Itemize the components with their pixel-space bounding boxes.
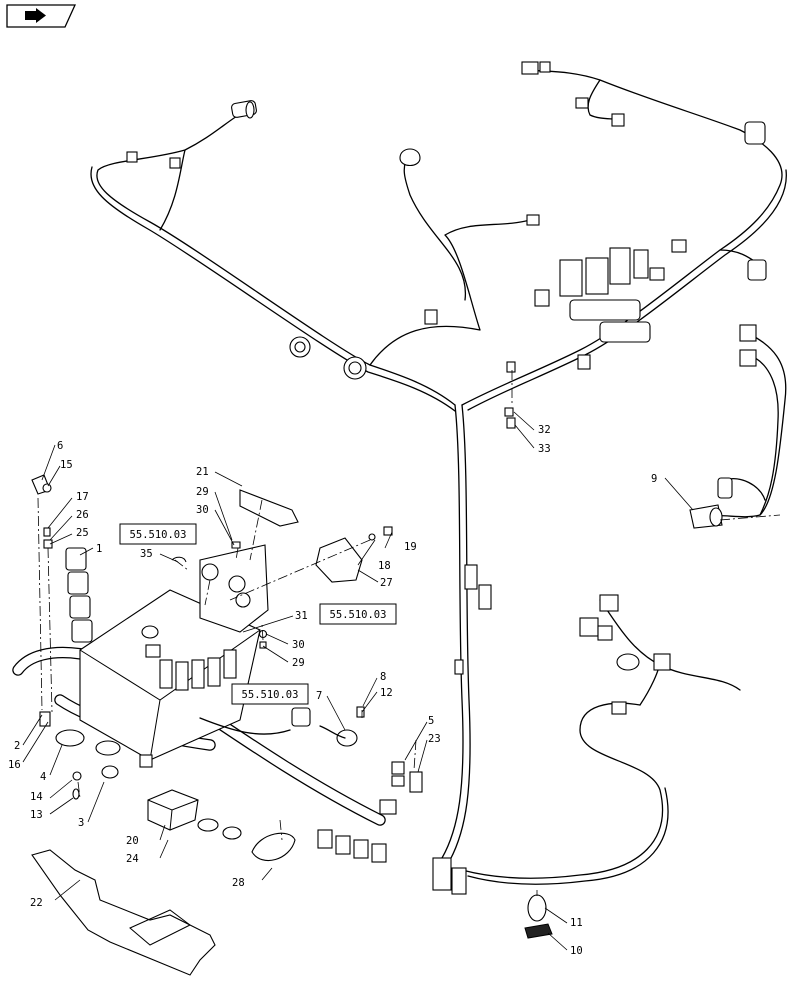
callout-23: 23: [428, 733, 441, 745]
callout-18: 18: [378, 560, 391, 572]
svg-text:55.510.03: 55.510.03: [330, 609, 387, 621]
callout-10: 10: [570, 945, 583, 957]
connector-top-left: [231, 100, 257, 119]
callout-13: 13: [30, 809, 43, 821]
callout-17: 17: [76, 491, 89, 503]
callout-7: 7: [316, 690, 322, 702]
leader-lines: [22, 411, 694, 951]
callout-4: 4: [40, 771, 46, 783]
fuse-relay-assembly: [31, 474, 423, 976]
callout-28: 28: [232, 877, 245, 889]
arrow-return-icon: [25, 8, 46, 23]
callout-29-bottom: 29: [292, 657, 305, 669]
relay-cluster: [534, 247, 651, 343]
callout-labels: 6 15 17 26 25 1 2 16 4 14 13 3 20 24 22 …: [8, 424, 657, 957]
callout-19: 19: [404, 541, 417, 553]
callout-34: 33: [538, 443, 551, 455]
callout-25: 25: [76, 527, 89, 539]
callout-15: 15: [60, 459, 73, 471]
callout-2: 2: [14, 740, 20, 752]
callout-32: 31: [295, 610, 308, 622]
callout-26: 26: [76, 509, 89, 521]
callout-5: 5: [428, 715, 434, 727]
callout-20: 20: [126, 835, 139, 847]
callout-27: 27: [380, 577, 393, 589]
reference-box-2[interactable]: 55.510.03: [319, 603, 397, 625]
harness-trunk: [12, 69, 787, 885]
callout-21: 21: [196, 466, 209, 478]
callout-1: 1: [96, 543, 102, 555]
callout-3: 3: [78, 817, 84, 829]
callout-6: 6: [57, 440, 63, 452]
svg-text:55.510.03: 55.510.03: [242, 689, 299, 701]
callout-33: 32: [538, 424, 551, 436]
part-9-connector: [689, 477, 733, 529]
callout-35: 35: [140, 548, 153, 560]
callout-31: 30: [196, 504, 209, 516]
harness-connectors: [126, 61, 767, 939]
svg-text:55.510.03: 55.510.03: [130, 529, 187, 541]
callout-9: 9: [651, 473, 657, 485]
reference-box-3[interactable]: 55.510.03: [231, 683, 309, 705]
callout-14: 14: [30, 791, 43, 803]
callout-30: 30: [292, 639, 305, 651]
reference-box-1[interactable]: 55.510.03: [119, 523, 197, 545]
callout-11: 11: [570, 917, 583, 929]
callout-12: 12: [380, 687, 393, 699]
callout-29-top: 29: [196, 486, 209, 498]
callout-8: 8: [380, 671, 386, 683]
callout-24: 24: [126, 853, 139, 865]
nav-return-button[interactable]: [6, 4, 76, 28]
callout-22: 22: [30, 897, 43, 909]
callout-16: 16: [8, 759, 21, 771]
